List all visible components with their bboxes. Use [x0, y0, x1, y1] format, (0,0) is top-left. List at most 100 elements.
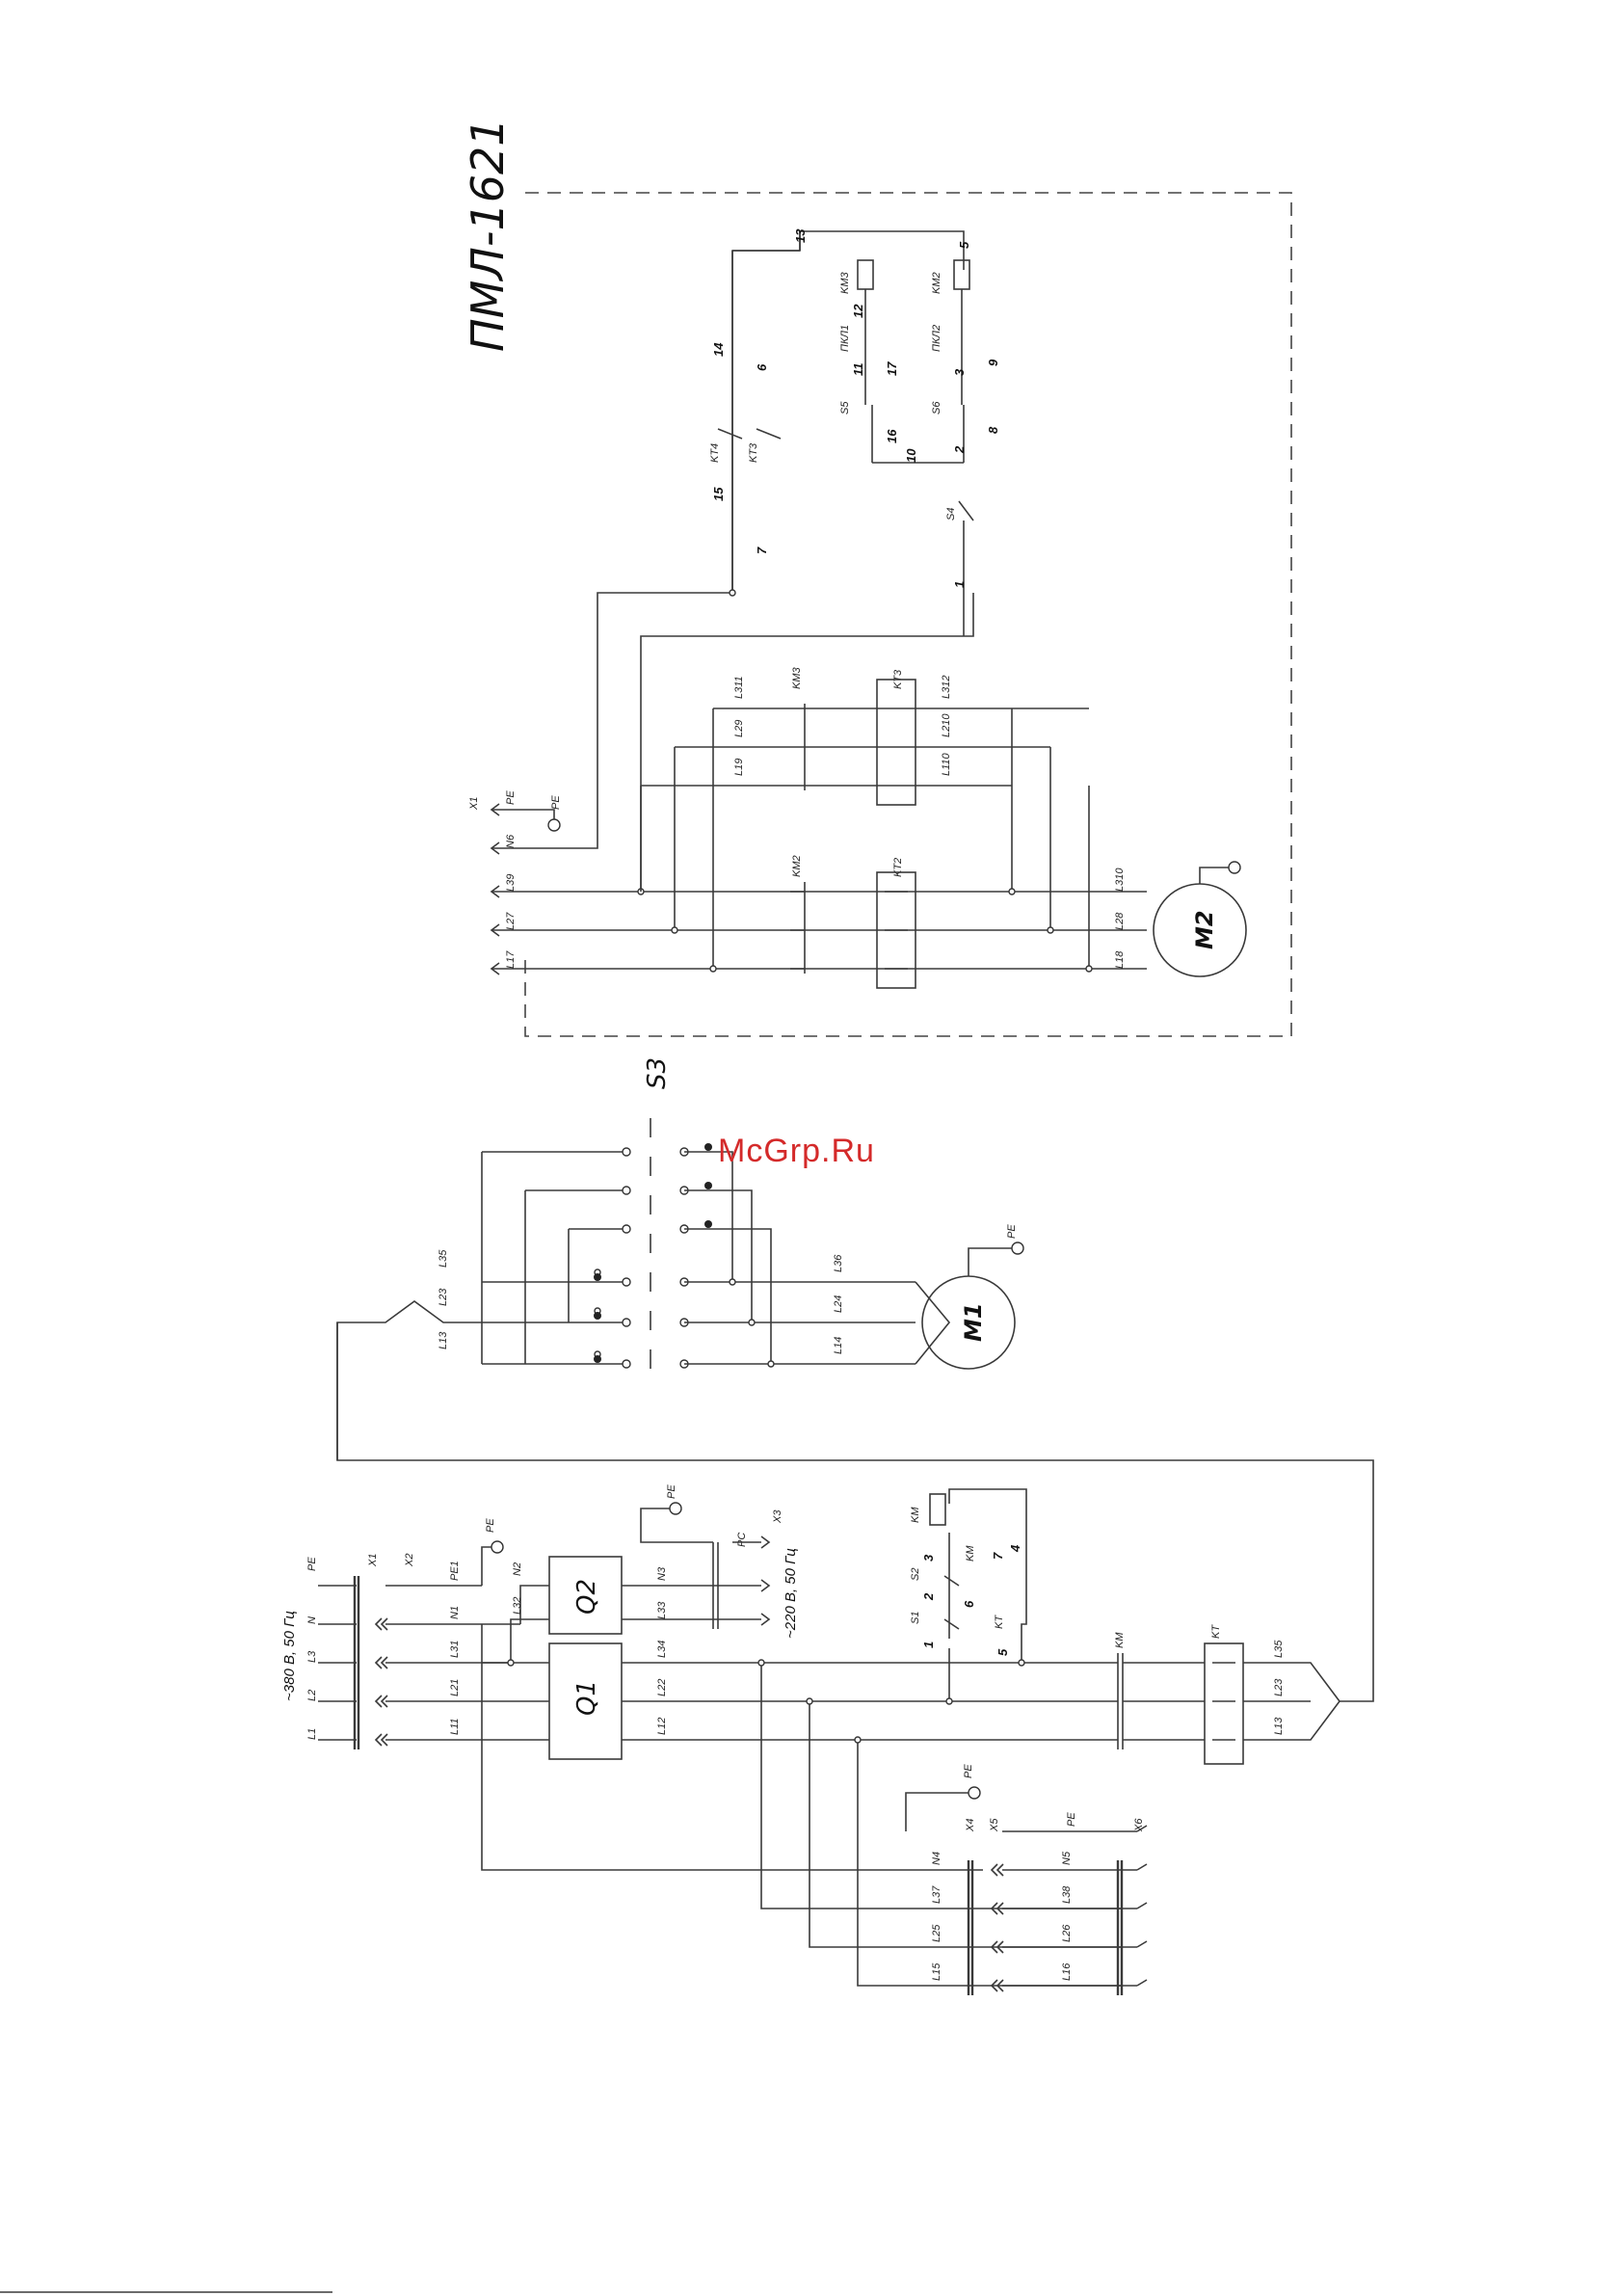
node-8: 8: [986, 426, 1000, 434]
l2-label: L2: [306, 1690, 318, 1701]
junction-l27-km3: [671, 926, 678, 934]
control-circuit-main: [732, 230, 965, 270]
kt2-block: [876, 871, 916, 989]
n2-label: N2: [512, 1562, 523, 1576]
x4-pe: [905, 1792, 969, 1831]
node-7b: 7: [991, 1552, 1005, 1560]
l311-label: L311: [733, 676, 745, 699]
l26-label: L26: [1061, 1924, 1073, 1942]
bottom-control: [948, 1488, 1027, 1701]
q2-breaker: [548, 1556, 623, 1635]
node-2: 2: [952, 445, 967, 454]
s5-label: S5: [839, 401, 851, 414]
s4-label: S4: [945, 508, 957, 521]
km2-contacts: [790, 882, 806, 974]
kt3-ctrl-label: KT3: [748, 442, 759, 463]
junction-s3-out-c: [767, 1360, 775, 1368]
n4-label: N4: [931, 1852, 942, 1865]
junction-kt3-b: [1047, 926, 1054, 934]
x3-label: X3: [772, 1509, 783, 1524]
l23-label: L23: [1273, 1678, 1285, 1696]
l13-label: L13: [1273, 1717, 1285, 1735]
l34-label: L34: [656, 1641, 668, 1658]
node-11: 11: [851, 363, 865, 377]
x3-bus: [712, 1542, 719, 1629]
pkl2-label: ПКЛ2: [931, 325, 942, 352]
s3-feed: [336, 1300, 482, 1460]
pe-symbol-x1b: [547, 818, 561, 832]
km-coil: [929, 1493, 946, 1526]
x1-bus: [353, 1576, 360, 1749]
node-2b: 2: [921, 1592, 936, 1601]
kt-ctrl-label: KT: [994, 1615, 1005, 1629]
kt-block: [1204, 1642, 1244, 1765]
pc-ground: [640, 1508, 713, 1543]
node-12: 12: [851, 304, 865, 318]
pc-pe-label: PE: [666, 1484, 677, 1499]
x5-arrows: [990, 1863, 1004, 1992]
node-1: 1: [952, 581, 967, 588]
n3-label: N3: [656, 1566, 668, 1581]
l12-label: L12: [656, 1718, 668, 1735]
l38-label: L38: [1061, 1885, 1073, 1904]
pe-x5-label: PE: [1066, 1812, 1077, 1827]
junction-tap-a: [757, 1659, 765, 1667]
q1-output-lines: [622, 1662, 1118, 1741]
x5-x6-lines: [1002, 1830, 1137, 1987]
km2-coil: [953, 259, 970, 290]
l27-label: L27: [505, 912, 517, 930]
x3-arrows: [732, 1535, 771, 1626]
x4-x5-bus: [967, 1860, 974, 1995]
node-5: 5: [957, 241, 971, 249]
kt3-block: [876, 679, 916, 806]
km2-label: KM2: [791, 855, 803, 877]
x1b-arrows: [490, 803, 500, 975]
node-14: 14: [711, 342, 726, 357]
pml-enclosure-border: [524, 192, 1292, 1037]
kt2-label: KT2: [892, 858, 904, 877]
junction-tap-b: [806, 1697, 813, 1705]
kt3-to-motor: [1011, 708, 1090, 969]
l36-label: L36: [833, 1254, 844, 1272]
kt4-label: KT4: [709, 443, 721, 463]
loop-wire-l35: [336, 1322, 1374, 1702]
l28-label: L28: [1114, 912, 1126, 930]
x4-pe-symbol: [968, 1786, 981, 1800]
l39-label: L39: [505, 874, 517, 892]
l17-label: L17: [505, 950, 517, 969]
junction-km-ctrl: [945, 1697, 953, 1705]
m2-ground: [1199, 867, 1229, 884]
l15-label: L15: [931, 1962, 942, 1981]
node-6b: 6: [962, 1600, 976, 1608]
pml-1621-section: ПМЛ-1621 X1 PE N6 L39 L27 L17 PE KM2 KT2: [462, 118, 1292, 1037]
s3-left-contacts: [594, 1147, 631, 1369]
l11-label: L11: [449, 1718, 461, 1735]
pe-ground-label: PE: [550, 795, 562, 810]
pe-ground-x1b: [525, 809, 555, 819]
kt-elements: [1212, 1662, 1235, 1741]
km-coil-label: KM: [910, 1507, 921, 1523]
pe-label-supply: PE: [306, 1557, 318, 1571]
km3-label: KM3: [791, 667, 803, 690]
junction-l31: [507, 1659, 515, 1667]
l29-label: L29: [733, 720, 745, 737]
l312-label: L312: [941, 676, 952, 699]
node-15: 15: [711, 487, 726, 501]
node-4b: 4: [1008, 1544, 1022, 1553]
junction-kt3-a: [1008, 888, 1016, 895]
l21-label: L21: [449, 1679, 461, 1696]
x2-output-lines: [385, 1585, 549, 1741]
kt2-elements: [885, 891, 908, 970]
s4-contact: [958, 500, 974, 521]
pe1-label: PE1: [449, 1561, 461, 1581]
x6-bus: [1116, 1860, 1124, 1995]
pkl1-label: ПКЛ1: [839, 325, 851, 352]
pe1-ground-label: PE: [485, 1518, 496, 1533]
node-1b: 1: [921, 1642, 936, 1648]
junction-s3-out-b: [748, 1319, 756, 1326]
kt4-contact: [717, 428, 782, 440]
pc-label: PC: [736, 1533, 748, 1547]
l22-label: L22: [656, 1679, 668, 1696]
